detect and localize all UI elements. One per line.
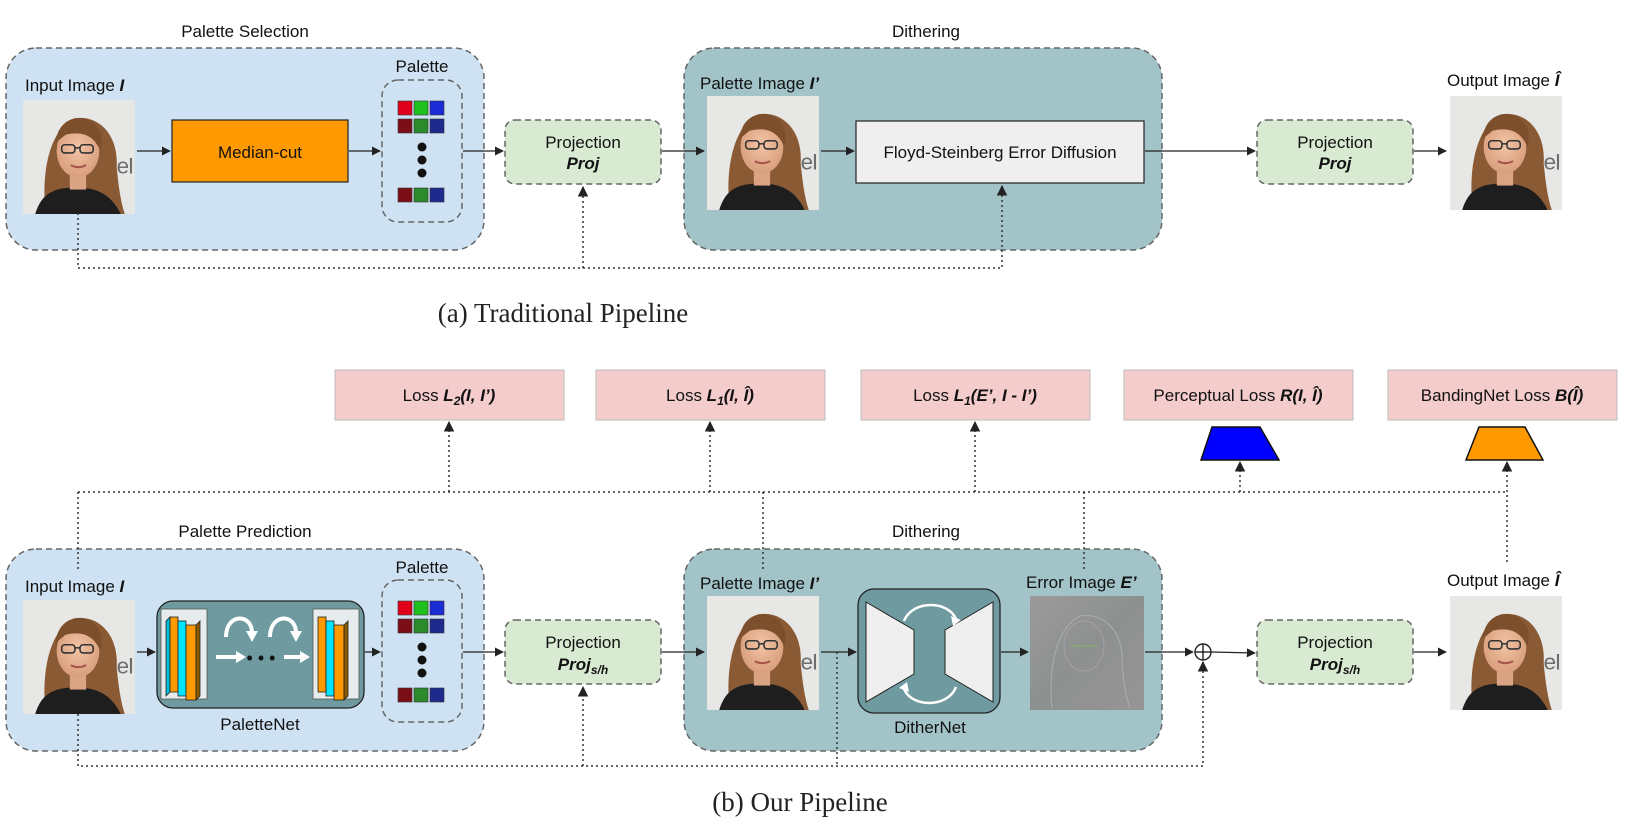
projection-label-bottom: Projection [545, 633, 621, 652]
palette-selection-title: Palette Selection [181, 22, 309, 41]
palette-label: Palette [396, 57, 449, 76]
error-image [1030, 596, 1144, 710]
bandingnet-trapezoid [1464, 426, 1545, 461]
palette-swatches-bottom [397, 600, 445, 703]
caption-b: (b) Our Pipeline [712, 787, 887, 817]
palette-image-label-top: Palette Image I’ [700, 74, 819, 93]
projection-var-top: Proj [566, 154, 600, 173]
palettenet-block: • • • [156, 600, 365, 709]
input-image-label-bottom: Input Image I [25, 577, 126, 596]
projection2-box-top [1256, 119, 1414, 185]
palettenet-dots: • • • [247, 648, 276, 668]
projection2-var-top: Proj [1318, 154, 1352, 173]
perceptual-loss-box: Perceptual Loss R(I, Î) [1123, 369, 1354, 421]
palette-prediction-title: Palette Prediction [178, 522, 311, 541]
input-image-bottom [22, 600, 136, 714]
bottom-dotted-connections [77, 420, 1513, 767]
projection-label-top: Projection [545, 133, 621, 152]
perceptual-net-trapezoid [1199, 426, 1281, 461]
loss-l1-output-box: Loss L1(I, Î) [595, 369, 826, 421]
dithering-title-bottom: Dithering [892, 522, 960, 541]
output-image-label-bottom: Output Image Î [1447, 571, 1563, 590]
palette-swatches [397, 100, 445, 203]
projection2-label-bottom: Projection [1297, 633, 1373, 652]
floyd-steinberg-box [855, 120, 1145, 184]
error-image-label: Error Image E’ [1026, 573, 1137, 592]
projection2-var-bottom: Projs/h [1310, 655, 1360, 677]
projection2-box-bottom [1256, 619, 1414, 685]
loss-l1-error-box: Loss L1(E’, I - I’) [860, 369, 1091, 421]
projection-box-top [504, 119, 662, 185]
top-dotted-feedback [77, 184, 1008, 269]
output-image-top [1448, 96, 1564, 210]
projection-var-bottom: Projs/h [558, 655, 608, 677]
caption-a: (a) Traditional Pipeline [438, 298, 688, 328]
floyd-steinberg-label: Floyd-Steinberg Error Diffusion [883, 143, 1116, 162]
palettenet-label: PaletteNet [220, 715, 300, 734]
median-cut-box [171, 119, 349, 183]
palette-image-top [706, 96, 820, 210]
output-image-bottom [1448, 596, 1564, 710]
palette-label-bottom: Palette [396, 558, 449, 577]
bandingnet-loss-label: BandingNet Loss B(Î) [1421, 386, 1584, 405]
bandingnet-loss-box: BandingNet Loss B(Î) [1387, 369, 1618, 421]
loss-l1-output-label: Loss L1(I, Î) [666, 386, 754, 408]
dithernet-label: DitherNet [894, 718, 966, 737]
projection2-label-top: Projection [1297, 133, 1373, 152]
loss-l2-box: Loss L2(I, I’) [334, 369, 565, 421]
dithering-title-top: Dithering [892, 22, 960, 41]
perceptual-loss-label: Perceptual Loss R(I, Î) [1153, 386, 1322, 405]
palette-image-bottom [706, 596, 820, 710]
loss-l2-label: Loss L2(I, I’) [403, 386, 496, 408]
median-cut-label: Median-cut [218, 143, 302, 162]
palette-image-label-bottom: Palette Image I’ [700, 574, 819, 593]
loss-l1-error-label: Loss L1(E’, I - I’) [913, 386, 1037, 408]
input-image [22, 100, 136, 214]
output-image-label-top: Output Image Î [1447, 71, 1563, 90]
projection-box-bottom [504, 619, 662, 685]
dithernet-block [857, 588, 1001, 714]
bottom-arrows [137, 647, 1447, 658]
input-image-label: Input Image I [25, 76, 126, 95]
